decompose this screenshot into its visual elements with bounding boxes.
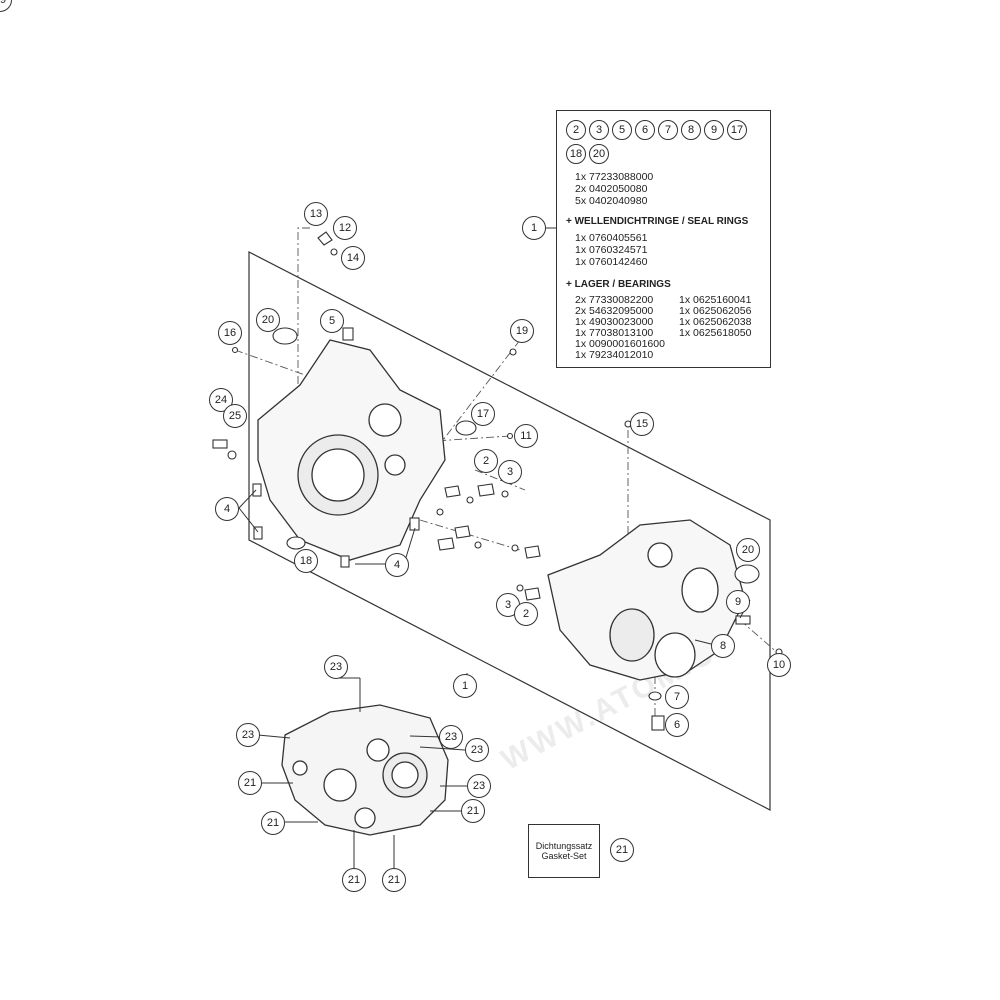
- callout-20: 20: [736, 538, 760, 562]
- callout-17: 17: [471, 402, 495, 426]
- part-line: 5x 0402040980: [575, 195, 648, 207]
- callout-20: 20: [256, 308, 280, 332]
- part-number-badge: 5: [612, 120, 632, 140]
- part-line: 1x 77038013100: [575, 327, 654, 339]
- callout-9: 9: [726, 590, 750, 614]
- callout-4: 4: [385, 553, 409, 577]
- callout-18: 18: [294, 549, 318, 573]
- callout-1: 1: [522, 216, 546, 240]
- part-number-badge: 2: [566, 120, 586, 140]
- bearing-heading: + LAGER / BEARINGS: [566, 279, 671, 290]
- crankcase-left: [257, 339, 446, 561]
- part-number-badge: 17: [727, 120, 747, 140]
- callout-21: 21: [342, 868, 366, 892]
- part-line: 1x 0625160041: [679, 294, 752, 306]
- gasket-set-line1: Dichtungssatz: [535, 841, 593, 851]
- callout-23: 23: [465, 738, 489, 762]
- part-line: 1x 0760405561: [575, 232, 648, 244]
- callout-11: 11: [514, 424, 538, 448]
- part-number-badge: 8: [681, 120, 701, 140]
- callout-23: 23: [467, 774, 491, 798]
- part-line: 1x 49030023000: [575, 316, 654, 328]
- callout-13: 13: [304, 202, 328, 226]
- callout-23: 23: [439, 725, 463, 749]
- callout-23: 23: [236, 723, 260, 747]
- part-line: 1x 0760324571: [575, 244, 648, 256]
- callout-21: 21: [382, 868, 406, 892]
- part-line: 2x 0402050080: [575, 183, 648, 195]
- part-number-badge: 18: [566, 144, 586, 164]
- callout-5: 5: [320, 309, 344, 333]
- part-line: 2x 54632095000: [575, 305, 654, 317]
- callout-8: 8: [711, 634, 735, 658]
- part-line: 1x 0090001601600: [575, 338, 665, 350]
- exploded-frame: [248, 251, 771, 811]
- part-number-badge: 20: [589, 144, 609, 164]
- callout-21: 21: [461, 799, 485, 823]
- part-number-badge: 9: [704, 120, 724, 140]
- callout-4: 4: [215, 497, 239, 521]
- gasket-set-line2: Gasket-Set: [541, 851, 587, 861]
- callout-6: 6: [665, 713, 689, 737]
- part-line: 1x 77233088000: [575, 171, 654, 183]
- callout-12: 12: [333, 216, 357, 240]
- part-line: 1x 79234012010: [575, 349, 654, 361]
- callout-25: 25: [223, 404, 247, 428]
- small-parts: [212, 231, 783, 731]
- callout-1: 1: [453, 674, 477, 698]
- part-line: 2x 77330082200: [575, 294, 654, 306]
- part-number-badge: 6: [635, 120, 655, 140]
- callout-2: 2: [474, 449, 498, 473]
- part-line: 1x 0625062038: [679, 316, 752, 328]
- callout-3: 3: [498, 460, 522, 484]
- callout-7: 7: [665, 685, 689, 709]
- callout-15: 15: [630, 412, 654, 436]
- callout-14: 14: [341, 246, 365, 270]
- seal-heading: + WELLENDICHTRINGE / SEAL RINGS: [566, 216, 749, 227]
- part-number-badge: 3: [589, 120, 609, 140]
- callout-2: 2: [514, 602, 538, 626]
- callout-21: 21: [261, 811, 285, 835]
- callout-21: 21: [610, 838, 634, 862]
- crankcase-assembled: [281, 704, 449, 836]
- part-line: 1x 0625618050: [679, 327, 752, 339]
- part-line: 1x 0625062056: [679, 305, 752, 317]
- part-line: 1x 0760142460: [575, 256, 648, 268]
- part-number-badge: 7: [658, 120, 678, 140]
- callout-19: 19: [510, 319, 534, 343]
- callout-21: 21: [238, 771, 262, 795]
- gasket-set-box: Dichtungssatz Gasket-Set: [528, 824, 600, 878]
- callout-23: 23: [324, 655, 348, 679]
- callout-16: 16: [218, 321, 242, 345]
- callout-10: 10: [767, 653, 791, 677]
